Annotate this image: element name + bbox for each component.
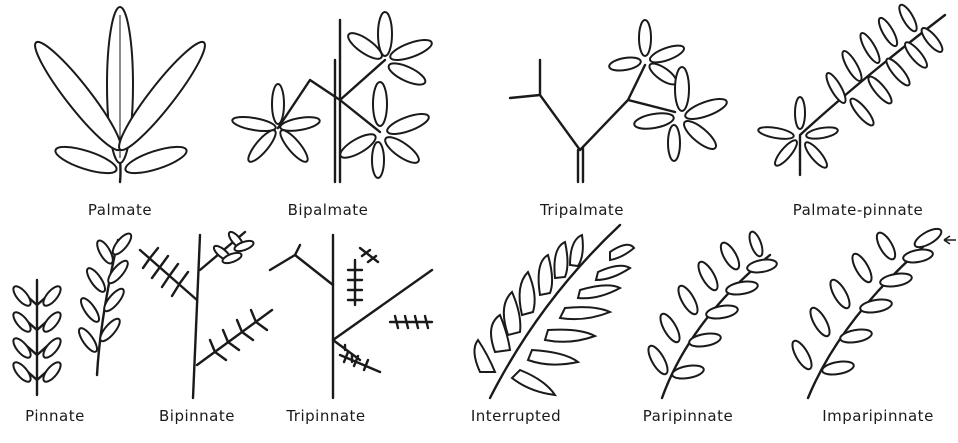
pinnate-drawing [10, 231, 134, 395]
tripinnate-drawing [270, 235, 432, 398]
label-interrupted: Interrupted [471, 407, 561, 425]
label-imparipinnate: Imparipinnate [822, 407, 934, 425]
label-palmate-pinnate: Palmate-pinnate [793, 201, 924, 219]
paripinnate-drawing [645, 230, 778, 398]
label-tripalmate: Tripalmate [540, 201, 624, 219]
palmate-drawing [27, 7, 214, 182]
label-tripinnate: Tripinnate [286, 407, 365, 425]
bipinnate-drawing [140, 230, 272, 398]
bipalmate-drawing [231, 12, 434, 182]
tripalmate-drawing [510, 20, 729, 182]
label-pinnate: Pinnate [25, 407, 85, 425]
palmate-leaflet-lower-right [123, 142, 189, 179]
label-palmate: Palmate [88, 201, 152, 219]
palmate-pinnate-drawing [757, 3, 945, 175]
label-paripinnate: Paripinnate [643, 407, 733, 425]
label-bipinnate: Bipinnate [159, 407, 235, 425]
label-bipalmate: Bipalmate [288, 201, 369, 219]
imparipinnate-drawing [789, 225, 956, 398]
terminal-leaflet-arrow [944, 236, 956, 244]
interrupted-drawing [474, 225, 634, 398]
